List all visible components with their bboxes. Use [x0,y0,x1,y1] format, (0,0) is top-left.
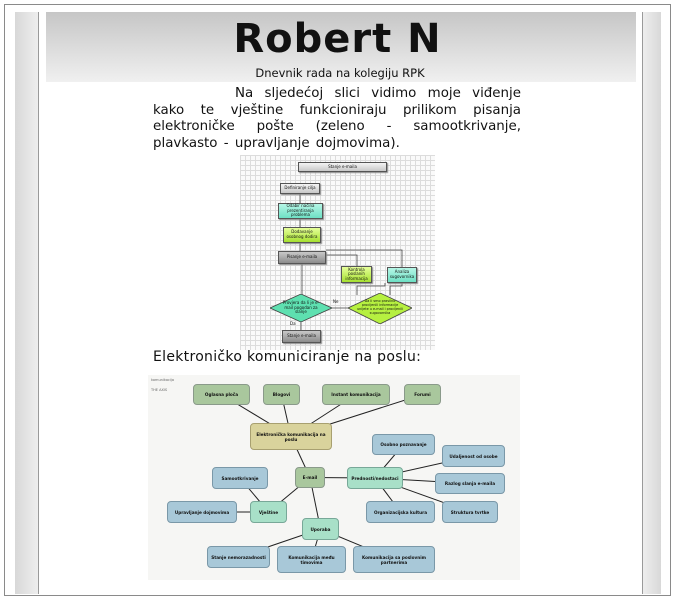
flow-label-no: Ne [333,299,339,304]
mindmap-node: Oglasna ploča [193,384,250,405]
flow-node-start: Stanje e-maila [298,162,387,172]
left-margin [15,12,38,594]
mindmap-node: Komunikacija među timovima [277,546,346,573]
flow-node-writing: Pisanje e-maila [278,251,326,264]
page-subtitle: Dnevnik rada na kolegiju RPK [255,66,425,80]
mindmap-node: Vještine [250,501,287,523]
email-flowchart: Stanje e-maila Definiranje cilja Odabir … [240,155,435,350]
mindmap-node: Razlog slanja e-maila [435,473,505,494]
flow-node-personal-touch: Dodavanje osobnog dodira [283,227,321,243]
flow-node-end: Stanje e-maila [282,330,321,343]
mindmap-node: Osobno poznavanje [372,434,435,455]
right-margin [643,12,661,594]
header-band [46,12,636,82]
mindmap-node: Instant komunikacija [322,384,390,405]
flow-decision-check: Provjera da li je e-mail pogodan za slan… [282,300,320,315]
intro-paragraph: Na sljedećoj slici vidimo moje viđenje k… [153,86,521,151]
mindmap-corner-label: THE AXIS [151,388,168,392]
flow-decision-review-shape [348,293,412,324]
mindmap-node: Forumi [404,384,441,405]
mindmap-node: Struktura tvrtke [442,501,498,523]
mindmap-node: E-mail [295,467,325,488]
page-title: Robert N [233,16,442,62]
flow-node-goal: Definiranje cilja [280,183,320,194]
mindmap-node: Komunikacija sa poslovnim partnerima [353,546,435,573]
mindmap-node: Samootkrivanje [212,467,268,489]
flow-node-analysis: Analiza sugovornika [387,267,417,283]
communication-mindmap: komunikacija THE AXIS Oglasna ploča Blogo… [148,375,520,580]
mindmap-node: Upravljanje dojmovima [167,501,237,523]
mindmap-node: Organizacijska kultura [366,501,435,523]
flow-label-yes: Da [290,321,296,326]
flow-decision-check-shape [270,294,332,322]
mindmap-node: Stanje nemorazadnosti [207,546,270,568]
left-divider [38,12,39,594]
right-divider [642,12,643,594]
flowchart-connectors [299,194,403,330]
flow-node-presentation: Odabir načina prezentiranja problema [278,203,323,219]
mindmap-node: Blogovi [263,384,300,405]
mindmap-caption: Elektroničko komuniciranje na poslu: [153,349,422,365]
mindmap-node: Uporaba [302,518,339,540]
mindmap-node: Elektronička komunikacija na poslu [250,423,332,450]
flow-decision-review: Da li smo pravilno procijenili informaci… [356,299,403,315]
mindmap-node: Udaljenost od osobe [442,445,505,467]
flow-node-control: Kontrola poslanih informacija [341,266,372,283]
mindmap-node: Prednosti/nedostaci [347,467,403,489]
mindmap-corner-label: komunikacija [151,378,174,382]
